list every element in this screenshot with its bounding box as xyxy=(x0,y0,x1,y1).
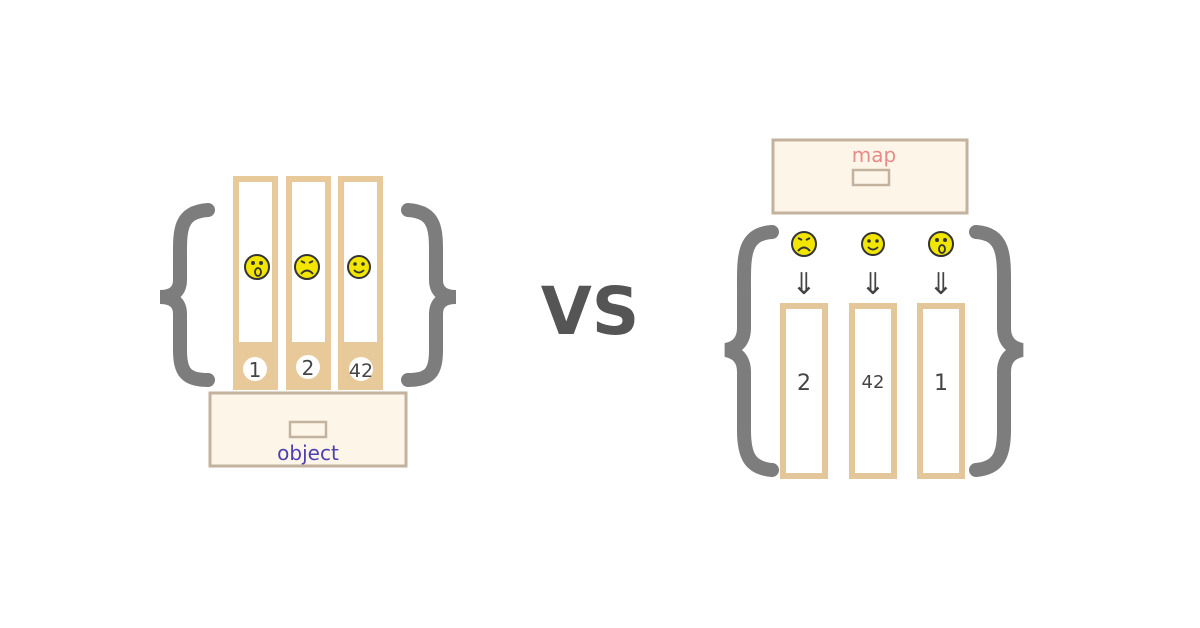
map-entry-1: ⇓ 2 xyxy=(780,231,828,479)
object-side: object 1 2 xyxy=(159,176,457,468)
object-folder-key: 42 xyxy=(349,360,373,382)
sad-face-icon xyxy=(791,231,817,257)
object-folder-2: 2 xyxy=(286,176,331,390)
object-folder-3: 42 xyxy=(338,176,383,390)
surprised-face-icon xyxy=(928,231,954,257)
map-arrow-icon: ⇓ xyxy=(928,267,953,302)
map-left-brace-icon xyxy=(724,225,779,477)
map-entry-key: 42 xyxy=(862,372,885,393)
object-folder-key: 1 xyxy=(249,358,262,382)
object-folder-key: 2 xyxy=(302,356,315,380)
map-entry-2: ⇓ 42 xyxy=(849,232,897,479)
vs-label: VS xyxy=(541,273,640,350)
map-right-brace-icon xyxy=(969,225,1024,477)
object-drawer-handle-icon xyxy=(288,420,328,439)
map-drawer: map xyxy=(771,138,969,215)
object-drawer: object xyxy=(208,391,408,468)
object-folder-1: 1 xyxy=(233,176,278,390)
map-entry-key: 2 xyxy=(797,371,811,396)
map-side: map ⇓ 2 ⇓ xyxy=(724,138,1024,479)
map-folder xyxy=(849,303,897,479)
object-label: object xyxy=(277,441,339,465)
map-arrow-icon: ⇓ xyxy=(860,267,885,302)
object-left-brace-icon xyxy=(159,203,215,387)
object-right-brace-icon xyxy=(401,203,457,387)
happy-face-icon xyxy=(861,232,885,256)
map-folder xyxy=(917,303,965,479)
surprised-face-icon xyxy=(244,254,270,280)
map-arrow-icon: ⇓ xyxy=(791,267,816,302)
map-drawer-handle-icon xyxy=(851,168,891,187)
happy-face-icon xyxy=(347,255,371,279)
map-entry-3: ⇓ 1 xyxy=(917,231,965,479)
map-folder xyxy=(780,303,828,479)
map-entry-key: 1 xyxy=(934,371,948,396)
map-label: map xyxy=(852,143,896,167)
sad-face-icon xyxy=(294,254,320,280)
